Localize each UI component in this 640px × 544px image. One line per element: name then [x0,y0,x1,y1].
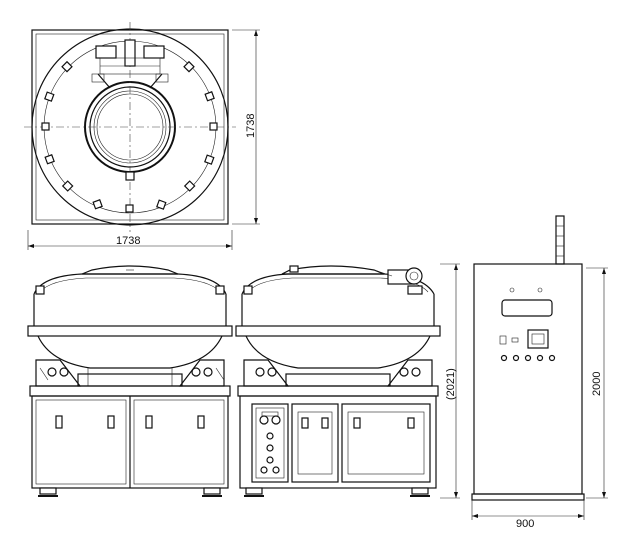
cabinet-body [473,263,583,495]
bowl-top [33,273,227,295]
bowl-flange [27,325,233,337]
electrical-cabinet: 2000 900 [471,215,608,530]
top-view: 1738 1738 [24,22,260,250]
bottom-latch [125,171,135,181]
cabinet-height-dimension: 2000 [591,372,603,396]
side-hinge-motor [373,267,423,295]
side-height-dimension: (2021) [445,368,457,400]
cabinet-width-dimension: 900 [516,518,534,530]
side-view: (2021) [235,263,460,499]
hmi-screen [527,329,549,349]
front-view [27,265,233,497]
hinge-assembly [91,39,169,89]
centre-opening [84,81,176,173]
side-base-cabinet [239,395,437,489]
bolt-slots [41,60,218,213]
display-window [501,299,553,317]
top-width-dimension: 1738 [116,235,140,247]
top-height-dimension: 1738 [245,114,257,138]
control-panel [251,403,289,483]
